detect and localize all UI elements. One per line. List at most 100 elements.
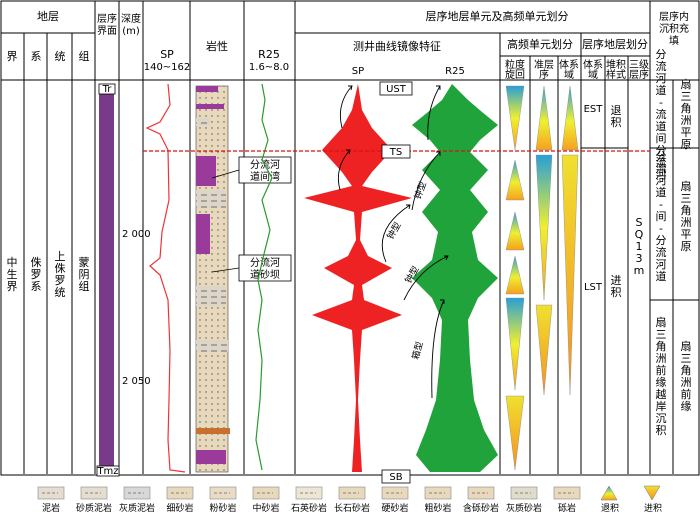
- r25-header: R25: [258, 48, 280, 61]
- sequence-title: 层序地层单元及高频单元划分: [426, 9, 569, 23]
- seq-title: 层序地层划分: [582, 37, 648, 51]
- legend-item: 硬砂岩: [381, 486, 409, 514]
- depth-2050: 2 050: [122, 376, 151, 387]
- parasequences: [535, 85, 553, 396]
- lithology-column: [195, 85, 230, 473]
- tract-est: EST: [584, 104, 604, 115]
- curve-label-4: 箱型: [409, 340, 425, 361]
- ts-label: TS: [389, 147, 402, 158]
- legend-label: 灰质泥岩: [119, 502, 155, 514]
- pro-icon: [643, 485, 661, 501]
- legend-swatch: [510, 486, 538, 500]
- retro-icon: [600, 485, 618, 501]
- depth-2000: 2 000: [122, 229, 151, 240]
- boundary-top: Tr: [102, 84, 113, 95]
- hf-cycle-header: 粒度旋回: [505, 58, 525, 81]
- legend-swatch: [467, 486, 495, 500]
- legend-item: 砂质泥岩: [76, 486, 112, 514]
- legend-swatch: [553, 486, 581, 500]
- legend-item: 长石砂岩: [334, 486, 370, 514]
- sp-mirror: [304, 84, 412, 472]
- sp-header: SP: [160, 48, 174, 61]
- facies-1: 分流河道-流道间分流河: [656, 48, 667, 181]
- legend-swatch: [424, 486, 452, 500]
- hf-title: 高频单元划分: [507, 37, 573, 51]
- tong-value: 上侏罗统: [55, 250, 66, 299]
- facies-2: 扇三角洲平原: [681, 77, 692, 151]
- legend-label: 中砂岩: [252, 502, 279, 514]
- lith-header: 岩性: [206, 39, 228, 53]
- stack-retro: 退积: [611, 104, 622, 129]
- col-zu: 组: [79, 49, 90, 63]
- sp-range: 140~162: [144, 62, 191, 73]
- seq-tract-header: 体系域: [583, 59, 603, 81]
- jie-value: 中生界: [7, 256, 18, 293]
- log-mirror-header: 测井曲线镜像特征: [353, 39, 441, 53]
- legend-label: 含砾砂岩: [463, 502, 499, 514]
- legend-item: 细砂岩: [166, 486, 194, 514]
- boundary-bar: [99, 84, 114, 472]
- legend-label: 粗砂岩: [424, 502, 451, 514]
- stratum-header: 地层: [37, 10, 59, 23]
- legend-swatch: [209, 486, 237, 500]
- legend-swatch: [166, 486, 194, 500]
- ust-label: UST: [386, 84, 407, 95]
- legend-label: 石英砂岩: [291, 502, 327, 514]
- lith-label-1: 分流河道间湾: [250, 158, 280, 183]
- legend-swatch: [295, 486, 323, 500]
- frame: [0, 0, 700, 476]
- hf-para-header: 准层序: [534, 59, 554, 81]
- log-r25-label: R25: [445, 66, 465, 77]
- hf-set-header: 体系域: [559, 59, 579, 81]
- legend-item: 含砾砂岩: [463, 486, 499, 514]
- legend-swatch: [123, 486, 151, 500]
- legend-item: 石英砂岩: [291, 486, 327, 514]
- grain-cycles: [505, 85, 525, 471]
- legend-item: 退积: [600, 485, 619, 514]
- legend-item: 进积: [643, 485, 662, 514]
- legend-label: 灰质砂岩: [506, 502, 542, 514]
- col-tong: 统: [55, 50, 66, 63]
- facies-4: 扇三角洲平原: [681, 179, 692, 253]
- legend-label: 泥岩: [42, 502, 60, 514]
- legend-swatch: [80, 486, 108, 500]
- legend-item: 泥岩: [37, 486, 65, 514]
- r25-mirror: [412, 84, 498, 472]
- legend-swatch: [37, 486, 65, 500]
- legend-item: 粗砂岩: [424, 486, 452, 514]
- legend-label: 砂质泥岩: [76, 502, 112, 514]
- facies-header: 层序内沉积充填: [659, 10, 689, 47]
- tract-lst: LST: [584, 282, 603, 293]
- lith-label-2: 分流河道砂坝: [250, 256, 280, 281]
- legend-swatch: [338, 486, 366, 500]
- col-xi: 系: [31, 50, 42, 63]
- seq-third-header: 三级层序: [629, 59, 649, 81]
- stack-pro: 进积: [611, 274, 622, 299]
- legend-label: 进积: [644, 502, 662, 514]
- xi-value: 侏罗系: [31, 256, 42, 293]
- legend-label: 长石砂岩: [334, 502, 370, 514]
- system-tracts: [561, 85, 579, 396]
- legend-label: 退积: [601, 502, 619, 514]
- r25-curve: [255, 83, 273, 471]
- boundary-header: 层序界面: [97, 12, 117, 37]
- r25-range: 1.6~8.0: [249, 62, 289, 73]
- seq-stack-header: 堆积样式: [606, 59, 626, 81]
- col-jie: 界: [7, 50, 18, 63]
- facies-5: 扇三角洲前缘越岸沉积: [656, 315, 667, 437]
- sb-label: SB: [389, 472, 402, 483]
- sp-curve: [145, 83, 186, 473]
- log-sp-label: SP: [352, 66, 364, 77]
- legend-item: 砾岩: [553, 486, 581, 514]
- legend-item: 灰质泥岩: [119, 486, 155, 514]
- trend-arrows: [337, 85, 449, 399]
- grid-lines: [1, 1, 699, 474]
- legend-swatch: [252, 486, 280, 500]
- legend-item: 灰质砂岩: [506, 486, 542, 514]
- legend: 泥岩砂质泥岩灰质泥岩细砂岩粉砂岩中砂岩石英砂岩长石砂岩硬砂岩粗砂岩含砾砂岩灰质砂…: [37, 485, 662, 514]
- legend-item: 中砂岩: [252, 486, 280, 514]
- facies-3: 分流河道-间-分流河道: [656, 150, 667, 283]
- curve-label-1: 钟型: [384, 220, 403, 242]
